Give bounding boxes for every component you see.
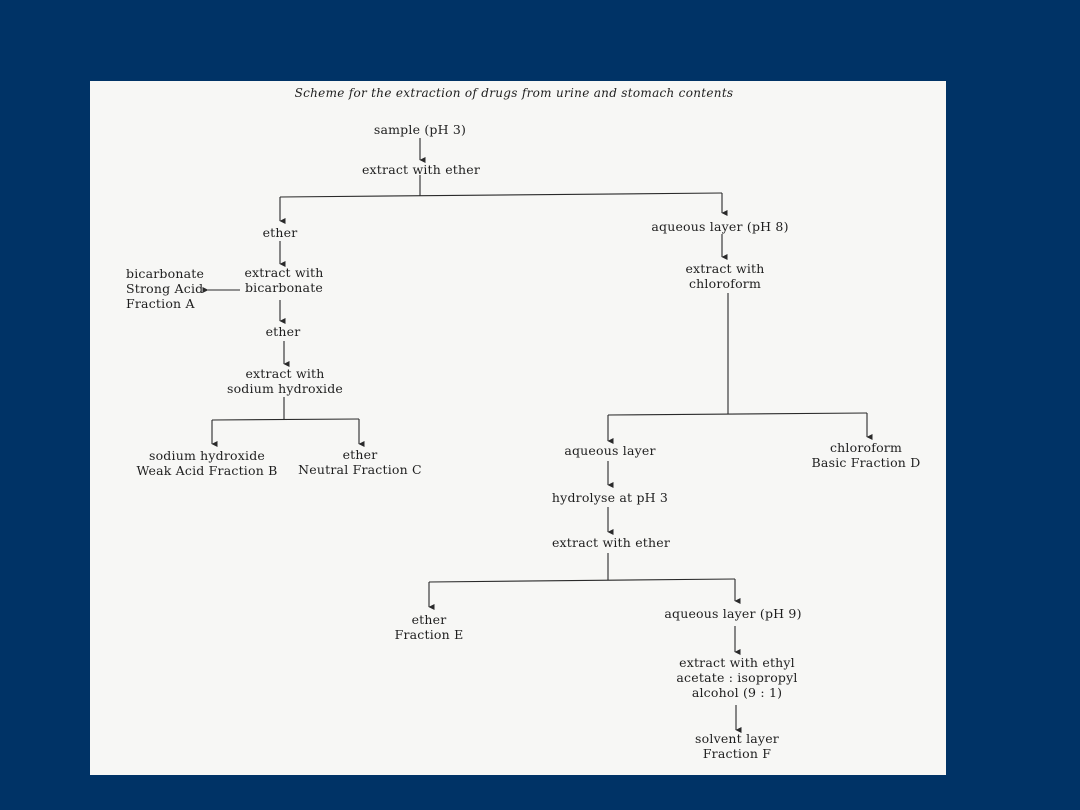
node-fraction-d: chloroform Basic Fraction D bbox=[812, 440, 921, 470]
branch-line-2 bbox=[211, 418, 360, 421]
node-text-line: bicarbonate bbox=[126, 266, 205, 281]
node-extract-with-ethyl-acetate: extract with ethyl acetate : isopropyl a… bbox=[676, 655, 797, 700]
node-text-line: sodium hydroxide bbox=[148, 448, 266, 463]
node-text-line: extract with bbox=[244, 265, 324, 280]
node-sample: sample (pH 3) bbox=[373, 122, 467, 137]
node-extract-with-chloroform: extract with chloroform bbox=[685, 261, 764, 291]
branch-line-3 bbox=[607, 412, 868, 416]
node-aqueous-layer-ph9: aqueous layer (pH 9) bbox=[664, 606, 802, 621]
node-text-line: chloroform bbox=[829, 440, 903, 455]
node-text-line: sodium hydroxide bbox=[226, 381, 344, 396]
node-fraction-b: sodium hydroxide Weak Acid Fraction B bbox=[136, 448, 277, 478]
node-fraction-c: ether Neutral Fraction C bbox=[298, 447, 422, 477]
branch-line-1 bbox=[279, 192, 723, 198]
node-ether-2: ether bbox=[265, 324, 301, 339]
node-extract-with-sodium-hydroxide: extract with sodium hydroxide bbox=[227, 366, 343, 396]
node-hydrolyse: hydrolyse at pH 3 bbox=[551, 490, 669, 505]
scheme-title: Scheme for the extraction of drugs from … bbox=[294, 86, 734, 100]
flow-connectors bbox=[202, 138, 873, 733]
node-text-line: extract with ethyl bbox=[679, 655, 795, 670]
node-text-line: solvent layer bbox=[695, 731, 779, 746]
node-extract-with-ether: extract with ether bbox=[361, 162, 481, 177]
node-ether: ether bbox=[262, 225, 298, 240]
node-extract-with-bicarbonate: extract with bicarbonate bbox=[244, 265, 323, 295]
node-text-line: chloroform bbox=[688, 276, 762, 291]
scanned-page: Scheme for the extraction of drugs from … bbox=[90, 81, 946, 775]
node-text-line: extract with bbox=[245, 366, 325, 381]
node-text-line: Neutral Fraction C bbox=[298, 462, 422, 477]
node-text-line: bicarbonate bbox=[244, 280, 324, 295]
node-fraction-e: ether Fraction E bbox=[395, 612, 464, 642]
node-fraction-a: bicarbonate Strong Acid Fraction A bbox=[126, 266, 204, 311]
node-text-line: Basic Fraction D bbox=[811, 455, 921, 470]
node-text-line: Fraction E bbox=[394, 627, 464, 642]
node-text-line: ether bbox=[342, 447, 378, 462]
node-text-line: acetate : isopropyl bbox=[676, 670, 798, 685]
node-text-line: extract with bbox=[685, 261, 765, 276]
branch-line-4 bbox=[428, 578, 736, 583]
node-text-line: Fraction A bbox=[126, 296, 195, 311]
node-aqueous-layer: aqueous layer bbox=[564, 443, 656, 458]
node-fraction-f: solvent layer Fraction F bbox=[695, 731, 779, 761]
node-aqueous-layer-ph8: aqueous layer (pH 8) bbox=[651, 219, 789, 234]
node-text-line: alcohol (9 : 1) bbox=[691, 685, 783, 700]
node-text-line: Weak Acid Fraction B bbox=[136, 463, 278, 478]
node-extract-with-ether-2: extract with ether bbox=[551, 535, 671, 550]
node-text-line: ether bbox=[411, 612, 447, 627]
node-text-line: Fraction F bbox=[702, 746, 772, 761]
node-text-line: Strong Acid bbox=[126, 281, 204, 296]
